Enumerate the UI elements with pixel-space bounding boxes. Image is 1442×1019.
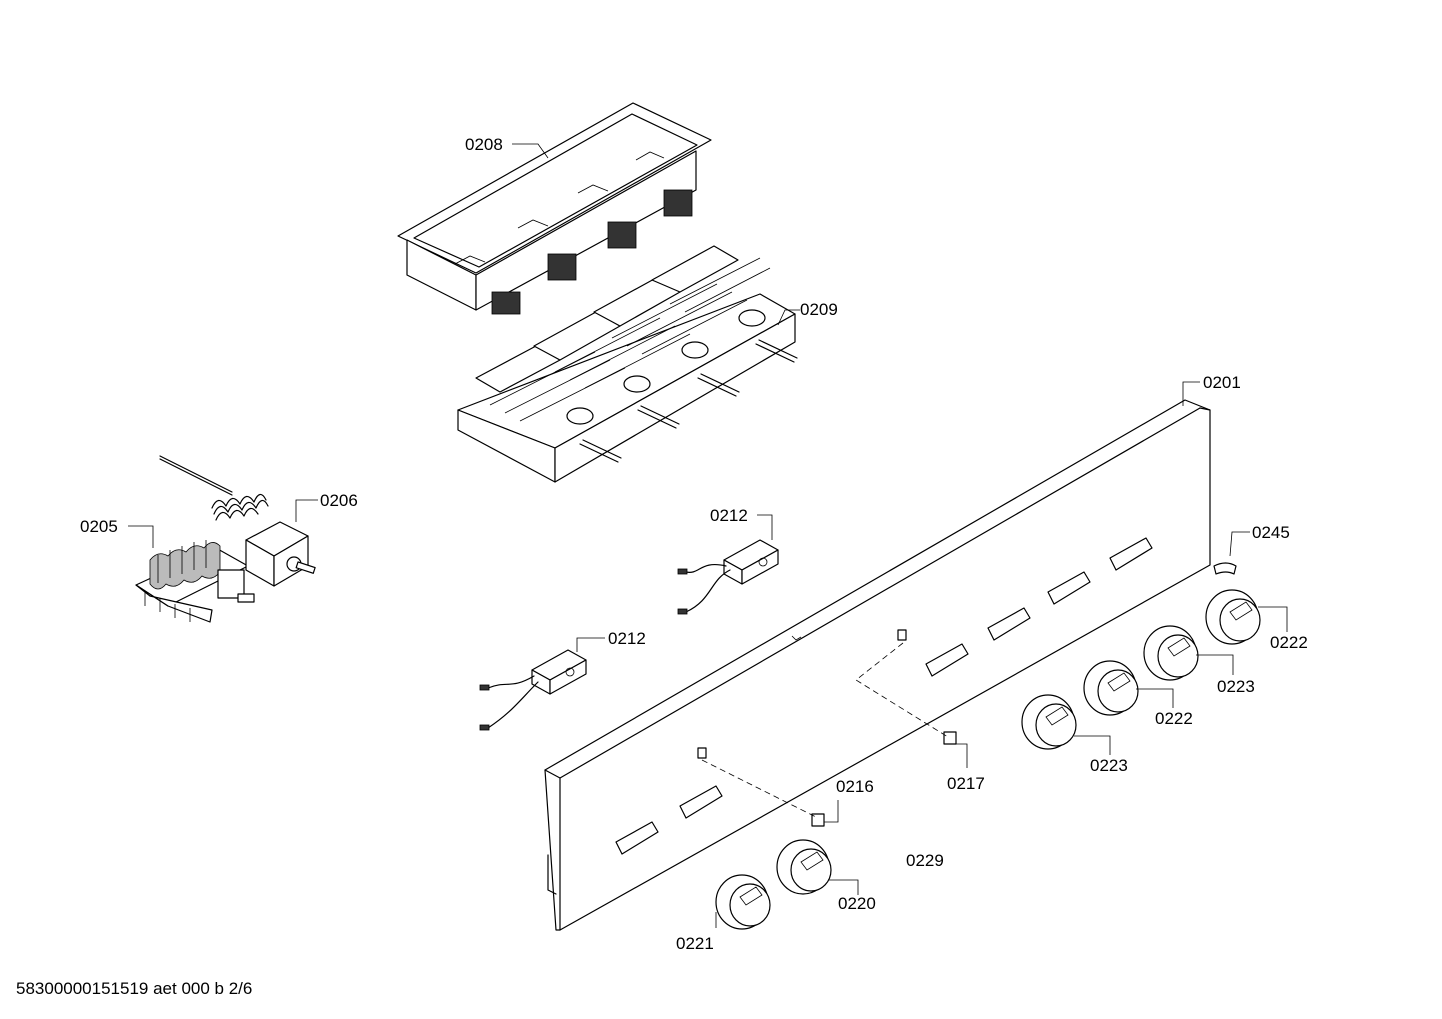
part-0212-switch-lower bbox=[479, 649, 587, 731]
document-footer-id: 58300000151519 aet 000 b 2/6 bbox=[16, 979, 253, 998]
label-0216: 0216 bbox=[836, 777, 874, 796]
label-0205: 0205 bbox=[80, 517, 118, 536]
part-0209-terminal-block bbox=[457, 245, 798, 483]
label-0221: 0221 bbox=[676, 934, 714, 953]
part-0216-lamp-holder bbox=[811, 813, 825, 827]
label-0222-upper: 0222 bbox=[1270, 633, 1308, 652]
knob-0223-lower bbox=[1021, 694, 1077, 750]
label-0208: 0208 bbox=[465, 135, 503, 154]
label-0220: 0220 bbox=[838, 894, 876, 913]
dashed-assembly-line-0217 bbox=[855, 642, 949, 738]
part-0201-control-panel bbox=[544, 399, 1211, 931]
label-0201: 0201 bbox=[1203, 373, 1241, 392]
part-0206-thermostat bbox=[159, 455, 316, 587]
label-0245: 0245 bbox=[1252, 523, 1290, 542]
label-0222-lower: 0222 bbox=[1155, 709, 1193, 728]
label-0212-lower: 0212 bbox=[608, 629, 646, 648]
part-0212-switch-upper bbox=[677, 539, 779, 615]
label-0223-upper: 0223 bbox=[1217, 677, 1255, 696]
knob-0222-lower bbox=[1083, 660, 1139, 716]
label-0223-lower: 0223 bbox=[1090, 756, 1128, 775]
label-0209: 0209 bbox=[800, 300, 838, 319]
knob-0221 bbox=[715, 874, 771, 930]
knob-0222-upper bbox=[1205, 589, 1261, 645]
part-0217-lamp-holder bbox=[943, 731, 957, 745]
knob-0220 bbox=[776, 839, 832, 895]
leader-lines bbox=[128, 143, 1288, 928]
knob-0223-upper bbox=[1143, 625, 1199, 681]
part-0245-clip bbox=[1213, 562, 1237, 575]
part-0208-cover-box bbox=[397, 102, 712, 315]
label-0229: 0229 bbox=[906, 851, 944, 870]
dashed-assembly-line-0216 bbox=[701, 759, 819, 819]
part-0205-selector-switch bbox=[135, 540, 255, 623]
label-0212-upper: 0212 bbox=[710, 506, 748, 525]
position-labels: 0208 0209 0201 0206 0205 0212 0212 0245 … bbox=[80, 135, 1308, 953]
label-0217: 0217 bbox=[947, 774, 985, 793]
label-0206: 0206 bbox=[320, 491, 358, 510]
